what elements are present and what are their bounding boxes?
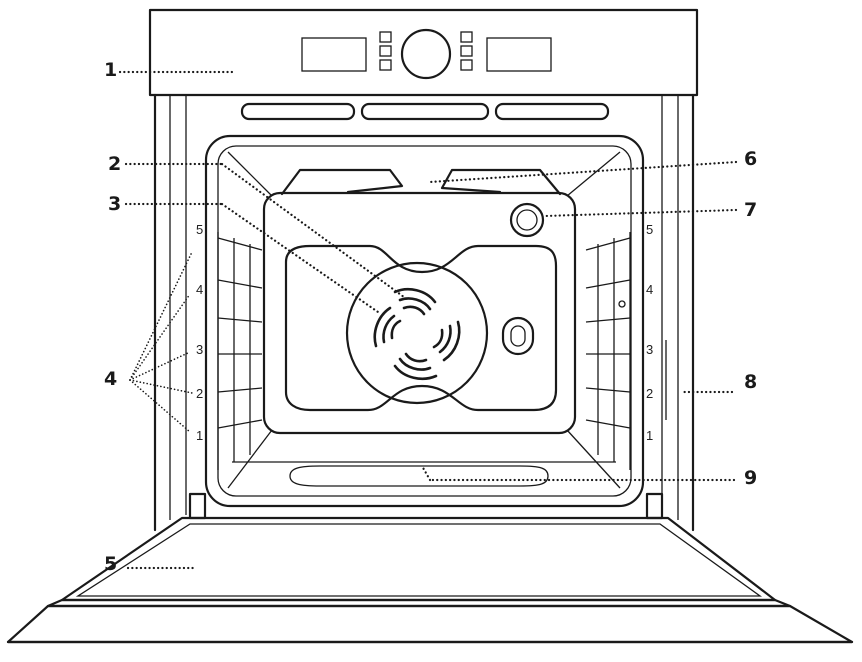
shelf-level-left-5: 5: [196, 222, 203, 237]
rating-plate-marker: [618, 300, 626, 308]
leader-lines: [118, 70, 738, 570]
callout-2: 2: [108, 153, 121, 175]
shelf-level-right-3: 3: [646, 342, 653, 357]
bottom-heating-element: [289, 465, 549, 487]
callout-7: 7: [744, 199, 757, 221]
callout-1: 1: [104, 59, 117, 81]
shelf-level-left-1: 1: [196, 428, 203, 443]
control-panel: [148, 8, 699, 97]
door-icon: [6, 492, 854, 644]
callout-5: 5: [104, 553, 117, 575]
callout-4: 4: [104, 368, 117, 390]
oven-lamp-icon: [509, 202, 545, 238]
callout-9: 9: [744, 467, 757, 489]
cooling-fan-icon: [284, 244, 558, 412]
shelf-level-left-2: 2: [196, 386, 203, 401]
shelf-level-right-5: 5: [646, 222, 653, 237]
shelf-level-right-1: 1: [646, 428, 653, 443]
cooling-fan-vents: [240, 102, 610, 121]
shelf-level-right-2: 2: [646, 386, 653, 401]
top-heating-element: [280, 168, 562, 196]
callout-6: 6: [744, 148, 757, 170]
shelf-level-left-4: 4: [196, 282, 203, 297]
callout-8: 8: [744, 371, 757, 393]
shelf-guides-left: [217, 232, 263, 470]
oven-cavity: [204, 134, 645, 508]
callout-3: 3: [108, 193, 121, 215]
selector-knob-icon[interactable]: [400, 28, 452, 80]
panel-button-icons: [379, 31, 473, 71]
shelf-level-left-3: 3: [196, 342, 203, 357]
shelf-guides-right: [585, 232, 631, 470]
shelf-level-right-4: 4: [646, 282, 653, 297]
